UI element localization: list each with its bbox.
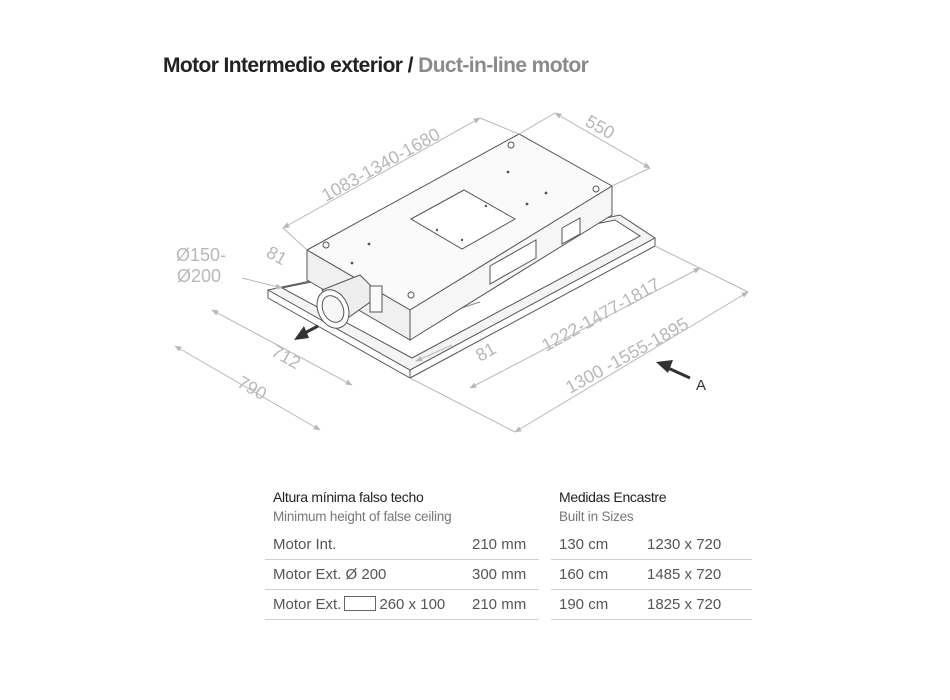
row-value: 210 mm bbox=[472, 536, 527, 553]
row-size: 160 cm bbox=[559, 566, 609, 583]
built-in-heading-es: Medidas Encastre bbox=[559, 489, 667, 505]
title-separator: / bbox=[407, 54, 414, 77]
row-label-suffix: 260 x 100 bbox=[379, 596, 446, 613]
table-row: Motor Ext. 260 x 100 210 mm bbox=[265, 590, 539, 620]
row-dims: 1485 x 720 bbox=[647, 566, 722, 583]
dim-duct-diameter-1: Ø150- bbox=[176, 245, 226, 265]
airflow-arrow-icon bbox=[294, 324, 319, 340]
dim-frame-depth-inner: 712 bbox=[268, 341, 304, 373]
false-ceiling-heading-en: Minimum height of false ceiling bbox=[273, 509, 452, 524]
technical-drawing: A 1083-1340-1680 550 Ø150- Ø200 81 81 71… bbox=[174, 111, 749, 433]
row-size: 130 cm bbox=[559, 536, 609, 553]
view-a-label: A bbox=[696, 377, 706, 394]
table-row: 160 cm 1485 x 720 bbox=[551, 560, 752, 590]
row-value: 300 mm bbox=[472, 566, 527, 583]
false-ceiling-heading-es: Altura mínima falso techo bbox=[273, 489, 424, 505]
dim-body-depth: 550 bbox=[582, 111, 618, 143]
title-english: Duct-in-line motor bbox=[418, 54, 589, 77]
dim-offset-left: 81 bbox=[263, 242, 290, 269]
dim-duct-diameter-2: Ø200 bbox=[177, 266, 221, 286]
title-spanish: Motor Intermedio exterior bbox=[163, 54, 403, 77]
table-row: 190 cm 1825 x 720 bbox=[551, 590, 752, 620]
dim-frame-depth-outer: 790 bbox=[234, 372, 270, 404]
page-title: Motor Intermedio exterior / Duct-in-line… bbox=[163, 54, 589, 78]
row-label: Motor Ext. bbox=[273, 596, 342, 613]
row-label: Motor Ext. Ø 200 bbox=[273, 566, 387, 583]
built-in-heading-en: Built in Sizes bbox=[559, 509, 634, 524]
table-row: Motor Int. 210 mm bbox=[265, 530, 539, 560]
view-a-arrow-icon bbox=[656, 360, 691, 380]
built-in-sizes-table: Medidas Encastre Built in Sizes 130 cm 1… bbox=[551, 489, 752, 620]
row-label: Motor Int. bbox=[273, 536, 337, 553]
row-dims: 1230 x 720 bbox=[647, 536, 722, 553]
row-dims: 1825 x 720 bbox=[647, 596, 722, 613]
row-label-group: Motor Ext. 260 x 100 bbox=[273, 596, 445, 613]
row-value: 210 mm bbox=[472, 596, 527, 613]
rectangular-duct-icon bbox=[344, 596, 377, 611]
table-row: 130 cm 1230 x 720 bbox=[551, 530, 752, 560]
row-size: 190 cm bbox=[559, 596, 609, 613]
body-fixings bbox=[322, 141, 600, 299]
false-ceiling-table: Altura mínima falso techo Minimum height… bbox=[265, 489, 539, 620]
table-row: Motor Ext. Ø 200 300 mm bbox=[265, 560, 539, 590]
dimension-lines bbox=[174, 112, 749, 433]
